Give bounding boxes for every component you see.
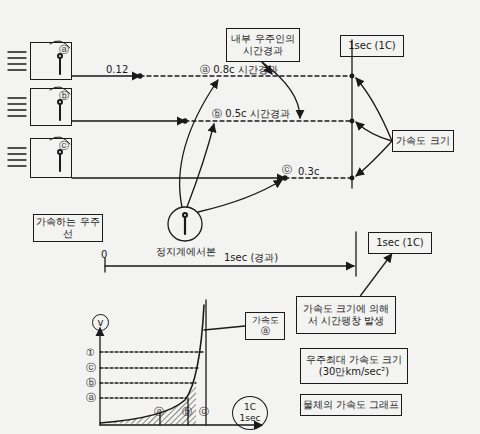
time-box: 1sec (1C): [340, 35, 404, 57]
annotation-label: ⓑ: [182, 406, 192, 417]
note-box: 우주최대 가속도 크기 (30만km/sec²): [300, 348, 408, 384]
annotation-label: 0.3c: [298, 166, 319, 177]
annotation-label: ⓐ: [154, 406, 164, 417]
annotation-label: 정지계에서본: [156, 246, 216, 257]
note-box: 내부 우주인의 시간경과: [226, 28, 300, 62]
note-box: 가속도 ⓐ: [245, 312, 285, 340]
annotation-label: ⓐ 0.8c 시간경과: [200, 64, 278, 75]
annotation-label: ⓑ: [86, 377, 96, 388]
node-text: 가속하는 우주선: [35, 216, 101, 240]
circled-note: 1C1sec: [232, 396, 268, 430]
spaceship-box: ⓑ: [30, 88, 72, 126]
node-text: 1sec (1C): [376, 237, 424, 249]
node-text: 1sec: [240, 413, 261, 424]
node-text: 가속도 ⓐ: [247, 315, 283, 337]
annotation-label: ⓑ 0.5c 시간경과: [212, 108, 290, 119]
axis-label: v: [92, 314, 109, 331]
node-text: 물체의 가속도 그래프: [303, 399, 399, 411]
speed-lines: [8, 52, 26, 166]
node-text: 1sec (1C): [348, 40, 396, 52]
time-box: 1sec (1C): [368, 232, 432, 254]
time-lines: [72, 40, 354, 188]
annotation-label: 0.12: [106, 64, 128, 75]
note-box: 물체의 가속도 그래프: [300, 394, 402, 416]
note-box: 가속도 크기: [392, 130, 454, 152]
node-text: 우주최대 가속도 크기 (30만km/sec²): [302, 354, 406, 378]
node-text: ⓒ: [59, 140, 69, 152]
annotation-label: 1sec (경과): [224, 252, 278, 263]
node-text: ⓐ: [59, 44, 69, 56]
annotation-label: ⓒ: [199, 406, 209, 417]
leader-lines: [262, 62, 392, 176]
annotation-label: ⓐ: [86, 392, 96, 403]
node-text: 내부 우주인의 시간경과: [228, 33, 298, 57]
annotation-label: ①: [86, 347, 95, 358]
node-text: ⓑ: [59, 90, 69, 102]
acceleration-graph: [100, 300, 262, 425]
observer-figure: [168, 80, 282, 241]
node-text: 가속도 크기: [396, 135, 449, 147]
astronaut-figures: [50, 41, 70, 171]
node-text: v: [98, 317, 104, 329]
arrow-connector: [360, 254, 392, 296]
annotation-label: ⓒ: [86, 362, 96, 373]
node-text: 가속도 크기에 의해서 시간팽창 발생: [298, 303, 394, 327]
note-box: 가속도 크기에 의해서 시간팽창 발생: [296, 296, 396, 334]
spaceship-box: ⓒ: [30, 138, 72, 178]
caption-box: 가속하는 우주선: [33, 214, 103, 242]
node-text: 1C: [244, 402, 256, 413]
annotation-label: ⓒ: [282, 164, 292, 175]
stationary-timeline: [105, 232, 356, 276]
spaceship-box: ⓐ: [30, 42, 72, 80]
annotation-label: 0: [101, 249, 107, 260]
